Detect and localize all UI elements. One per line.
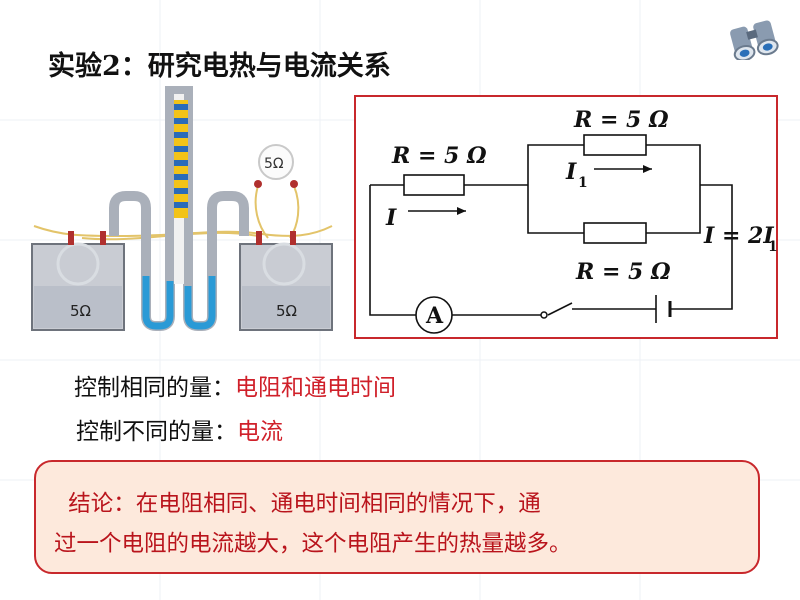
resistor-bottom-label: R = 5 Ω <box>575 259 671 285</box>
resistor-top <box>583 134 647 156</box>
conclusion-line-1: 结论：在电阻相同、通电时间相同的情况下，通 <box>54 491 541 517</box>
resistor-left <box>403 174 465 196</box>
slide-title: 实验2：研究电热与电流关系 <box>48 51 391 82</box>
controlled-different-label: 控制不同的量： <box>76 419 237 445</box>
external-resistor-label: 5Ω <box>264 156 284 172</box>
ammeter-label: A <box>425 303 444 329</box>
controlled-same-label: 控制相同的量： <box>74 375 235 401</box>
conclusion-box: 结论：在电阻相同、通电时间相同的情况下，通 过一个电阻的电流越大，这个电阻产生的… <box>34 460 760 574</box>
current-main-label: I <box>385 205 397 231</box>
resistor-bottom <box>583 222 647 244</box>
resistor-left-label: R = 5 Ω <box>391 143 487 169</box>
controlled-different-value: 电流 <box>237 419 283 445</box>
binoculars-icon <box>730 20 779 60</box>
scale-ruler <box>174 100 188 218</box>
experiment-apparatus: 5Ω 5Ω 5Ω <box>31 86 333 331</box>
left-container <box>31 231 125 331</box>
right-container <box>239 231 333 331</box>
controlled-different-line: 控制不同的量：电流 <box>76 412 283 446</box>
left-container-label: 5Ω <box>70 302 91 320</box>
right-container-label: 5Ω <box>276 302 297 320</box>
conclusion-line-2: 过一个电阻的电流越大，这个电阻产生的热量越多。 <box>54 531 572 557</box>
circuit-diagram: A R = 5 Ω R = 5 Ω R = 5 Ω I I 1 I = 2I 1 <box>354 95 778 339</box>
controlled-same-value: 电阻和通电时间 <box>235 375 396 401</box>
current-branch-label: I <box>565 159 577 185</box>
current-branch-subscript: 1 <box>578 175 588 191</box>
external-resistor <box>254 144 298 188</box>
controlled-same-line: 控制相同的量：电阻和通电时间 <box>74 368 396 402</box>
resistor-top-label: R = 5 Ω <box>573 107 669 133</box>
current-right-label: I = 2I <box>703 223 774 249</box>
current-right-subscript: 1 <box>768 239 778 255</box>
ammeter-icon <box>415 296 453 334</box>
